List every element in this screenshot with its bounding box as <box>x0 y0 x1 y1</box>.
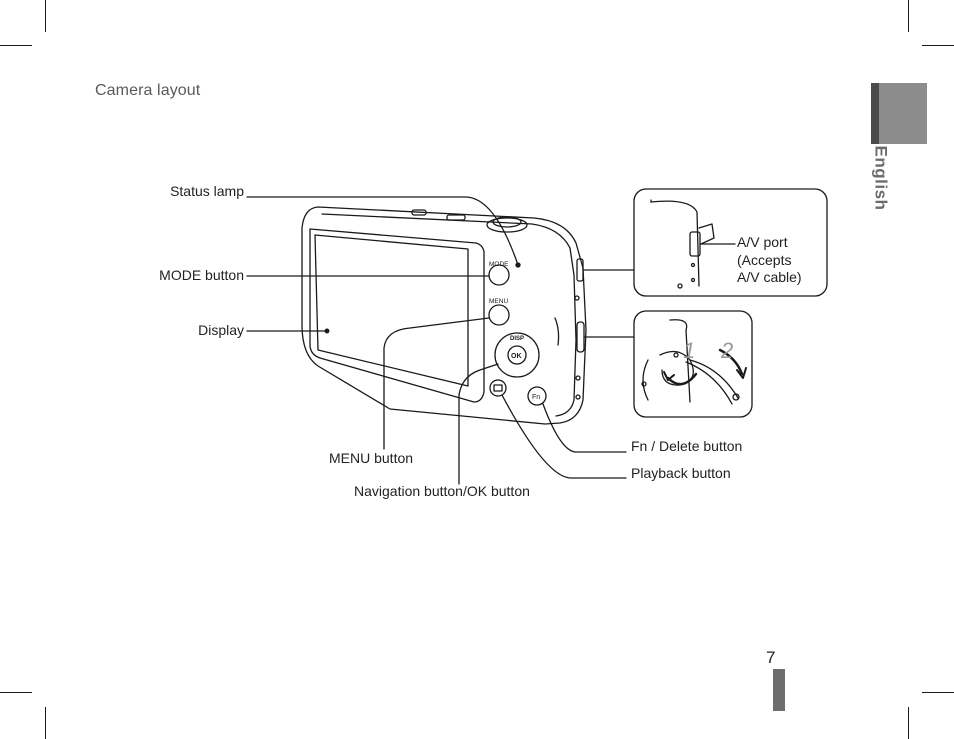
side-port <box>576 258 584 282</box>
navigation-dial <box>494 332 540 378</box>
page-number: 7 <box>766 648 776 667</box>
strap-arrow-2 <box>718 348 744 376</box>
disp-marking: DISP <box>510 336 524 342</box>
shutter-button <box>486 217 528 233</box>
fn-button <box>527 386 547 406</box>
language-tab-accent <box>871 83 879 144</box>
crop-mark-bottom-right-v <box>908 707 909 739</box>
label-av-port-line-1: A/V port <box>737 234 788 250</box>
crop-mark-top-right-v <box>908 0 909 32</box>
playback-button <box>489 379 507 397</box>
label-av-port: A/V port (Accepts A/V cable) <box>737 234 802 287</box>
menu-marking: MENU <box>489 298 508 305</box>
display-frame <box>309 228 485 403</box>
strap-cord <box>689 359 739 399</box>
crop-mark-bottom-right-h <box>922 692 954 693</box>
crop-mark-top-left-h <box>0 45 32 46</box>
camera-body <box>301 206 587 425</box>
label-display: Display <box>198 322 244 338</box>
inset-av-port-frame <box>633 188 828 297</box>
label-status-lamp: Status lamp <box>170 183 244 199</box>
section-title: Camera layout <box>95 82 201 99</box>
camera-right-side <box>555 247 577 417</box>
strap-loop <box>659 350 694 386</box>
strap-step-2: 2 <box>720 338 733 363</box>
label-av-port-line-2: (Accepts <box>737 251 792 268</box>
label-av-port-line-3: A/V cable) <box>737 269 802 285</box>
fn-marking: Fn <box>532 394 540 401</box>
callout-menu-button <box>383 317 490 450</box>
display-screen <box>314 234 469 387</box>
label-mode-button: MODE button <box>159 267 244 283</box>
label-playback-button: Playback button <box>631 465 731 481</box>
mode-marking: MODE <box>489 261 509 268</box>
ok-marking: OK <box>511 353 522 360</box>
label-navigation-ok-button: Navigation button/OK button <box>354 483 530 499</box>
camera-top-edge <box>321 213 571 249</box>
crop-mark-bottom-left-h <box>0 692 32 693</box>
power-switch <box>411 209 427 216</box>
menu-button <box>488 304 510 326</box>
strap-eyelet <box>576 321 585 353</box>
callout-fn-delete <box>542 403 627 453</box>
shutter-ring <box>492 216 522 228</box>
callout-navigation <box>458 363 499 485</box>
zoom-switch <box>446 214 466 221</box>
callout-status-lamp <box>246 196 519 266</box>
crop-mark-top-left-v <box>45 0 46 32</box>
crop-mark-bottom-left-v <box>45 707 46 739</box>
crop-mark-top-right-h <box>922 45 954 46</box>
ok-button <box>507 345 527 365</box>
label-fn-delete-button: Fn / Delete button <box>631 438 743 454</box>
label-menu-button: MENU button <box>329 450 414 466</box>
language-tab-block <box>879 83 927 144</box>
strap-step-1: 1 <box>683 338 695 363</box>
callout-playback <box>501 394 627 479</box>
mode-button <box>488 264 510 286</box>
page-number-bar <box>773 669 785 711</box>
inset-strap-frame <box>633 310 753 418</box>
strap-arrow-1 <box>666 372 698 386</box>
